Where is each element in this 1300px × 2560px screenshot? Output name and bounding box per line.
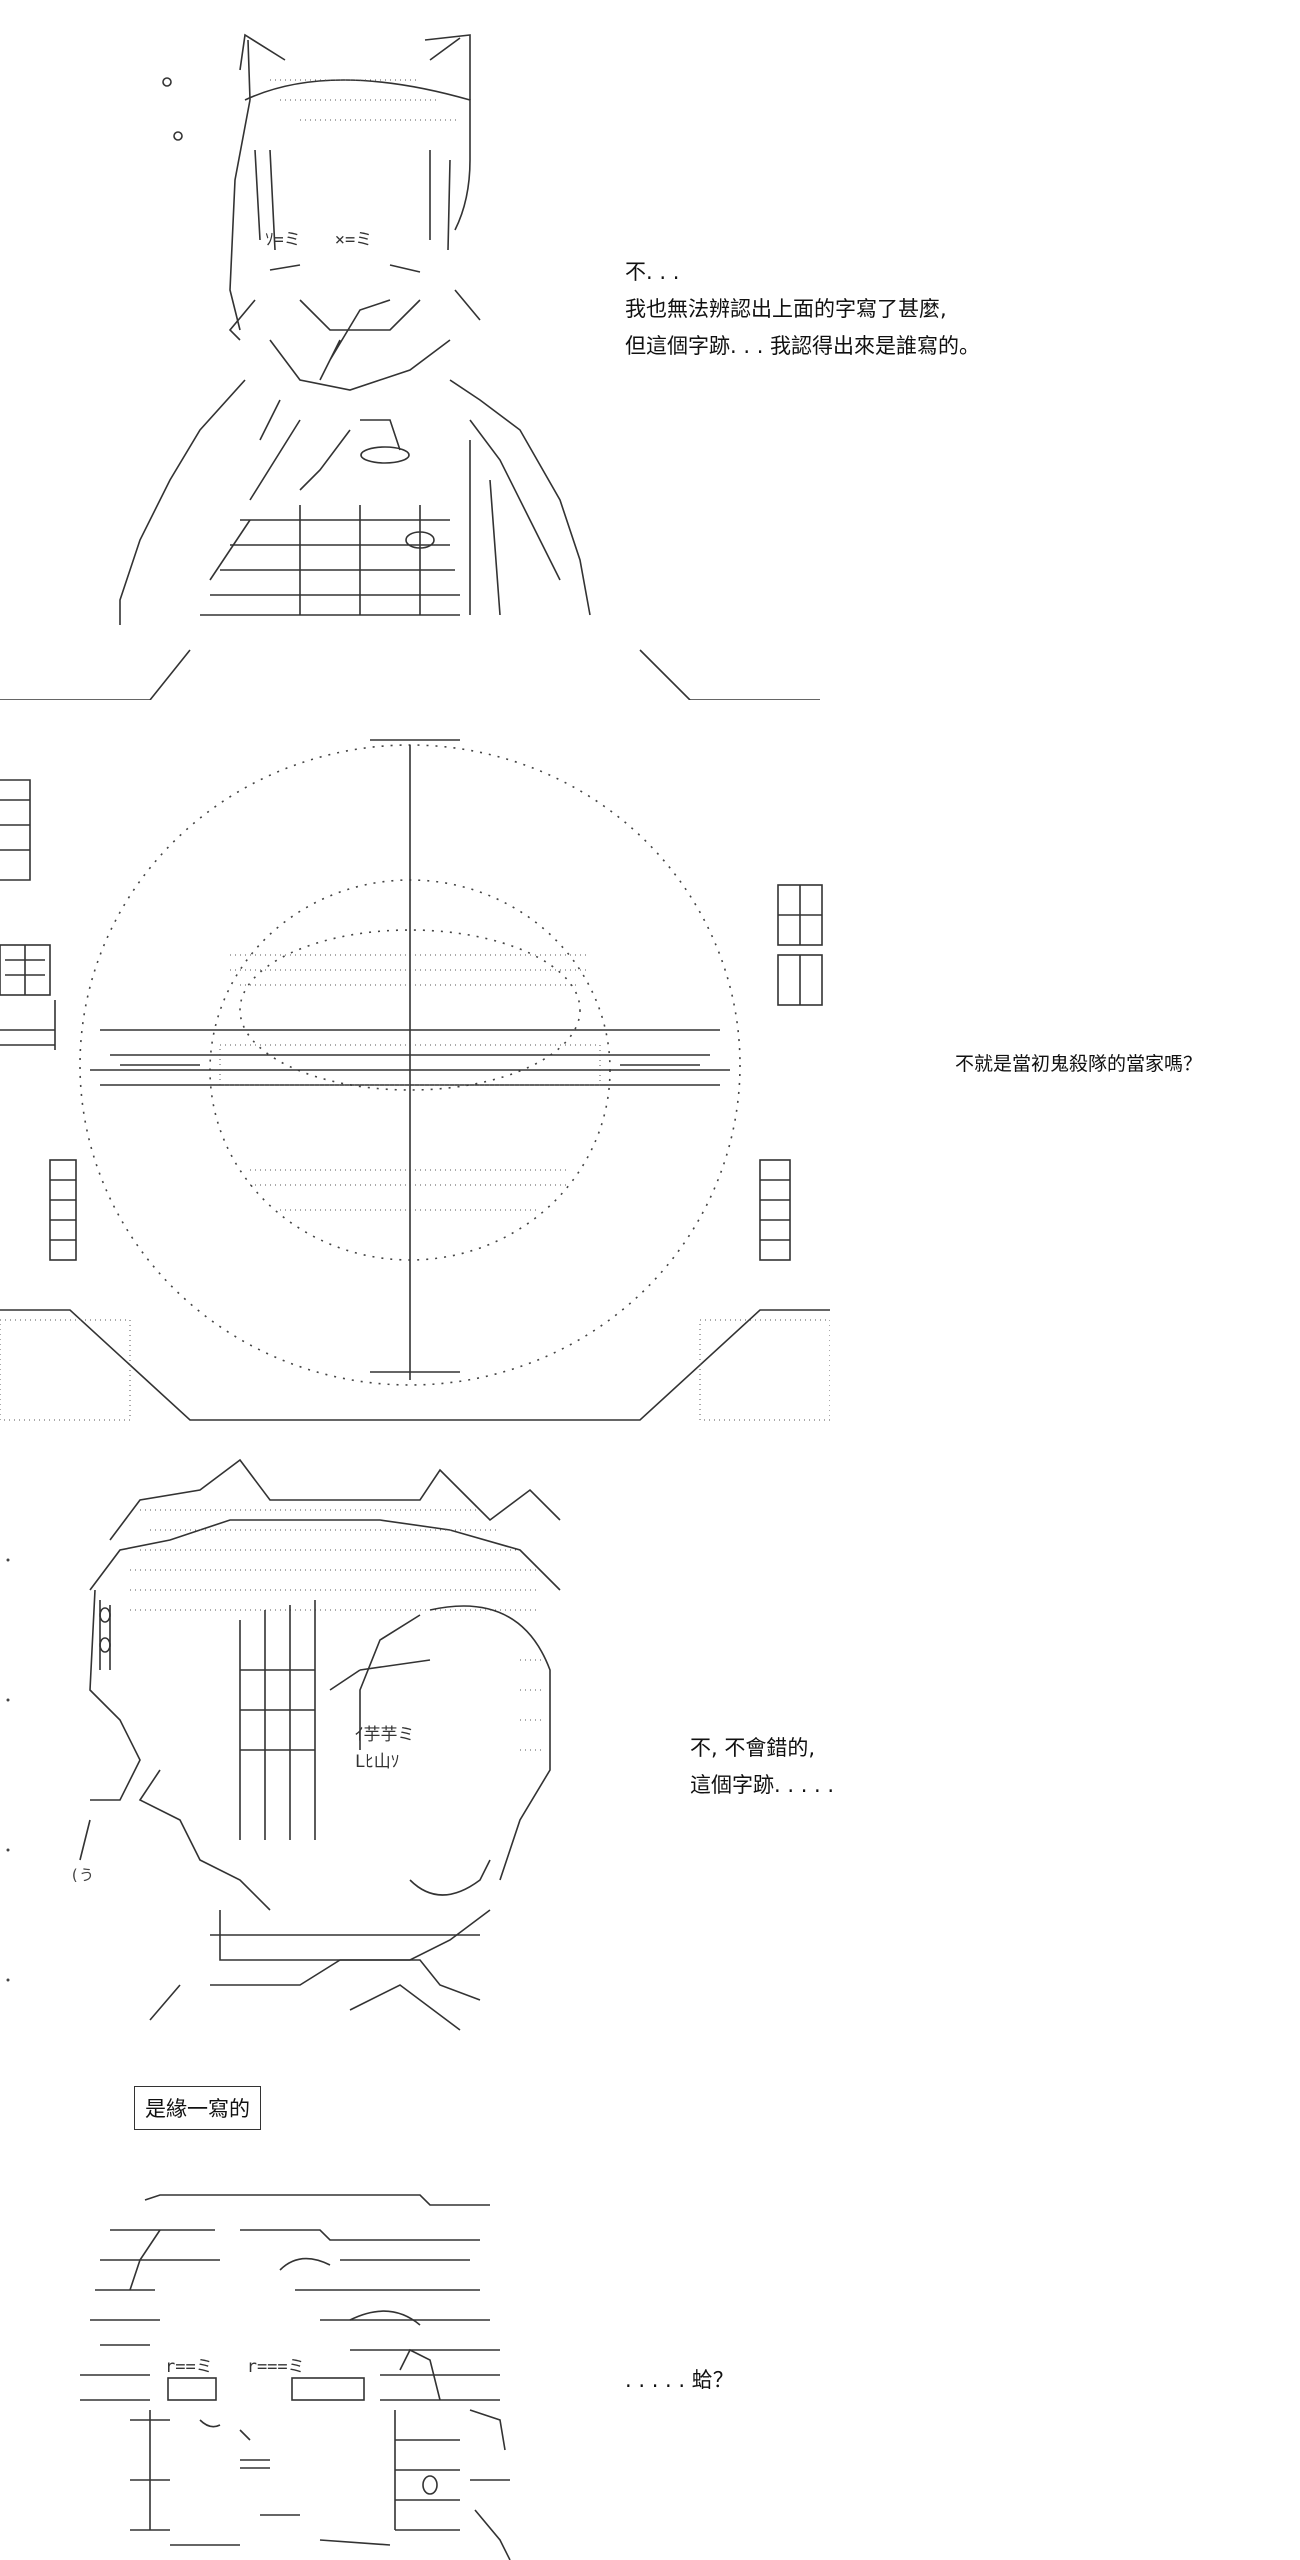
face-eyes-text: ｿ=ミ ×=ミ: [265, 230, 372, 250]
panel-2: 不就是當初鬼殺隊的當家嗎？: [0, 700, 1300, 1440]
left-glyph: (う: [70, 1866, 94, 1884]
dialog-line: 這個字跡. . . . .: [690, 1773, 835, 1797]
dialog-panel-5: . . . . . 蛤？: [625, 2370, 734, 2407]
face-mark-text: ｲ芋芋ミ: [355, 1725, 415, 1745]
dialog-panel-3: 不, 不會錯的, 這個字跡. . . . .: [690, 1738, 834, 1812]
dialog-line: 但這個字跡. . . 我認得出來是誰寫的。: [625, 334, 981, 358]
dialog-panel-1: 不. . . 我也無法辨認出上面的字寫了甚麼, 但這個字跡. . . 我認得出來…: [625, 262, 980, 373]
panel-5: r==ミ r===ミ . . . . . 蛤？: [0, 2150, 1300, 2560]
face-eyes-text: r==ミ r===ミ: [165, 2357, 305, 2377]
dialog-line: 我也無法辨認出上面的字寫了甚麼,: [625, 297, 947, 321]
ascii-art-character-reaction: r==ミ r===ミ: [0, 2150, 560, 2560]
ascii-art-character-portrait: ｿ=ミ ×=ミ: [0, 0, 820, 700]
face-mark-text-2: Lﾋ山ｿ: [355, 1752, 399, 1772]
caption-box: 是緣一寫的: [134, 2086, 261, 2130]
dialog-line: 不, 不會錯的,: [690, 1736, 816, 1760]
ascii-art-sphere-emblem: [0, 700, 830, 1440]
dialog-line: . . . . . 蛤？: [625, 2368, 734, 2392]
dialog-line: 不. . .: [625, 260, 680, 284]
panel-1: ｿ=ミ ×=ミ 不. . . 我也無法辨認出上面的字: [0, 0, 1300, 700]
panel-3: ｲ芋芋ミ Lﾋ山ｿ (う 不, 不會錯的, 這個字跡. . . . .: [0, 1440, 1300, 2040]
dialog-panel-2: 不就是當初鬼殺隊的當家嗎？: [955, 1055, 1202, 1092]
dialog-line: 不就是當初鬼殺隊的當家嗎？: [955, 1053, 1203, 1075]
ascii-art-character-closeup: ｲ芋芋ミ Lﾋ山ｿ (う: [0, 1440, 620, 2040]
